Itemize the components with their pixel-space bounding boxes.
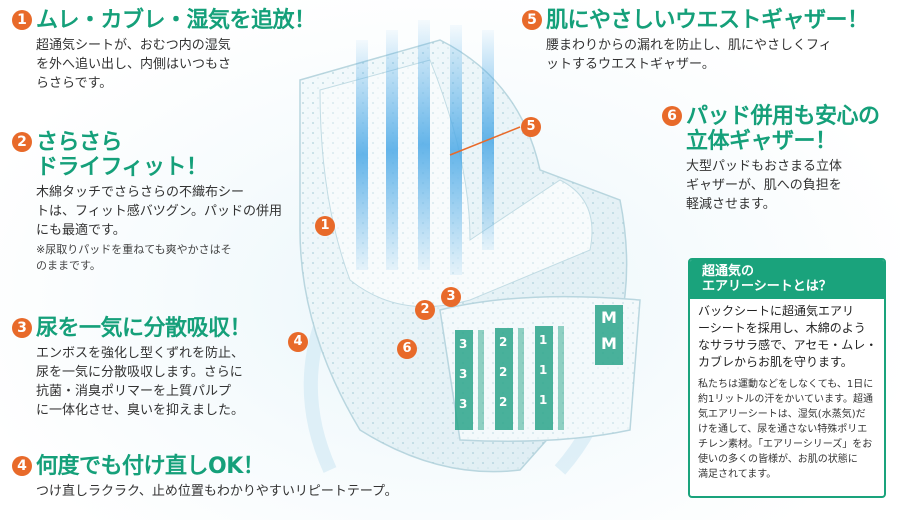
panel-digit: 1 bbox=[539, 393, 548, 407]
callout-1-badge: 1 bbox=[315, 216, 335, 236]
info-box-heading: 超通気の エアリーシートとは？ bbox=[690, 260, 884, 299]
feature-4: 4 何度でも付け直しOK！ つけ直しラクラク、止め位置もわかりやすいリピートテー… bbox=[12, 454, 472, 501]
panel-digit: 3 bbox=[459, 397, 468, 411]
callout-3-badge: 3 bbox=[441, 287, 461, 307]
feature-6-title-line-1: パッド併用も安心の bbox=[686, 104, 880, 129]
air-ray bbox=[450, 25, 462, 275]
feature-3-title: 尿を一気に分散吸収！ bbox=[36, 316, 252, 341]
info-box-description: バックシートに超通気エアリ ーシートを採用し、木綿のよう なサラサラ感で、アセモ… bbox=[698, 304, 878, 369]
callout-6-badge: 6 bbox=[397, 339, 417, 359]
feature-4-number-badge: 4 bbox=[12, 456, 32, 476]
feature-3: 3 尿を一気に分散吸収！ エンボスを強化し型くずれを防止、 尿を一気に分散吸収し… bbox=[12, 316, 312, 420]
feature-6-title-line-2: 立体ギャザー！ bbox=[686, 129, 837, 154]
panel-letter: M bbox=[601, 334, 617, 353]
feature-5-description: 腰まわりからの漏れを防止し、肌にやさしくフィ ットするウエストギャザー。 bbox=[546, 38, 832, 72]
feature-2-note: ※尿取りパッドを重ねても爽やかさはそ のままです。 bbox=[36, 243, 232, 272]
panel-digit: 1 bbox=[539, 333, 548, 347]
callout-line-5 bbox=[449, 126, 521, 156]
feature-5-title: 肌にやさしいウエストギャザー！ bbox=[546, 8, 869, 33]
feature-6-number-badge: 6 bbox=[662, 106, 682, 126]
air-ray bbox=[418, 20, 430, 270]
feature-2-title-line-1: さらさら bbox=[36, 130, 123, 155]
info-box-note: 私たちは運動などをしなくても、1日に 約1リットルの汗をかいています。超通 気エ… bbox=[698, 379, 874, 480]
panel-digit: 1 bbox=[539, 363, 548, 377]
panel-digit: 3 bbox=[459, 367, 468, 381]
callout-5-badge: 5 bbox=[521, 117, 541, 137]
panel-digit: 2 bbox=[499, 365, 508, 379]
feature-2-title-line-2: ドライフィット！ bbox=[36, 155, 208, 180]
feature-6-description: 大型パッドもおさまる立体 ギャザーが、肌への負担を 軽減させます。 bbox=[686, 159, 843, 212]
panel-digit: 3 bbox=[459, 337, 468, 351]
panel-digit: 2 bbox=[499, 395, 508, 409]
callout-2-badge: 2 bbox=[415, 300, 435, 320]
feature-3-number-badge: 3 bbox=[12, 318, 32, 338]
feature-2-description: 木綿タッチでさらさらの不織布シー トは、フィット感バツグン。パッドの併用 にも最… bbox=[36, 185, 282, 238]
feature-3-description: エンボスを強化し型くずれを防止、 尿を一気に分散吸収します。さらに 抗菌・消臭ポ… bbox=[36, 346, 245, 418]
feature-1: 1 ムレ・カブレ・湿気を追放！ 超通気シートが、おむつ内の湿気 を外へ追い出し、… bbox=[12, 8, 316, 93]
feature-2: 2 さらさら ドライフィット！ 木綿タッチでさらさらの不織布シー トは、フィット… bbox=[12, 130, 312, 274]
feature-1-number-badge: 1 bbox=[12, 10, 32, 30]
feature-5: 5 肌にやさしいウエストギャザー！ 腰まわりからの漏れを防止し、肌にやさしくフィ… bbox=[522, 8, 892, 74]
feature-4-title: 何度でも付け直しOK！ bbox=[36, 454, 265, 479]
feature-1-description: 超通気シートが、おむつ内の湿気 を外へ追い出し、内側はいつもさ らさらです。 bbox=[36, 38, 232, 91]
feature-4-description: つけ直しラクラク、止め位置もわかりやすいリピートテープ。 bbox=[36, 484, 398, 499]
feature-6: 6 パッド併用も安心の 立体ギャザー！ 大型パッドもおさまる立体 ギャザーが、肌… bbox=[662, 104, 892, 214]
air-ray bbox=[386, 30, 398, 270]
panel-letter: M bbox=[601, 308, 617, 327]
callout-4-badge: 4 bbox=[288, 332, 308, 352]
panel-digit: 2 bbox=[499, 335, 508, 349]
indicator-stripes bbox=[455, 305, 623, 430]
air-ray bbox=[356, 40, 368, 270]
airy-sheet-info-box: 超通気の エアリーシートとは？ バックシートに超通気エアリ ーシートを採用し、木… bbox=[688, 258, 886, 498]
feature-2-number-badge: 2 bbox=[12, 132, 32, 152]
feature-5-number-badge: 5 bbox=[522, 10, 542, 30]
feature-1-title: ムレ・カブレ・湿気を追放！ bbox=[36, 8, 316, 33]
